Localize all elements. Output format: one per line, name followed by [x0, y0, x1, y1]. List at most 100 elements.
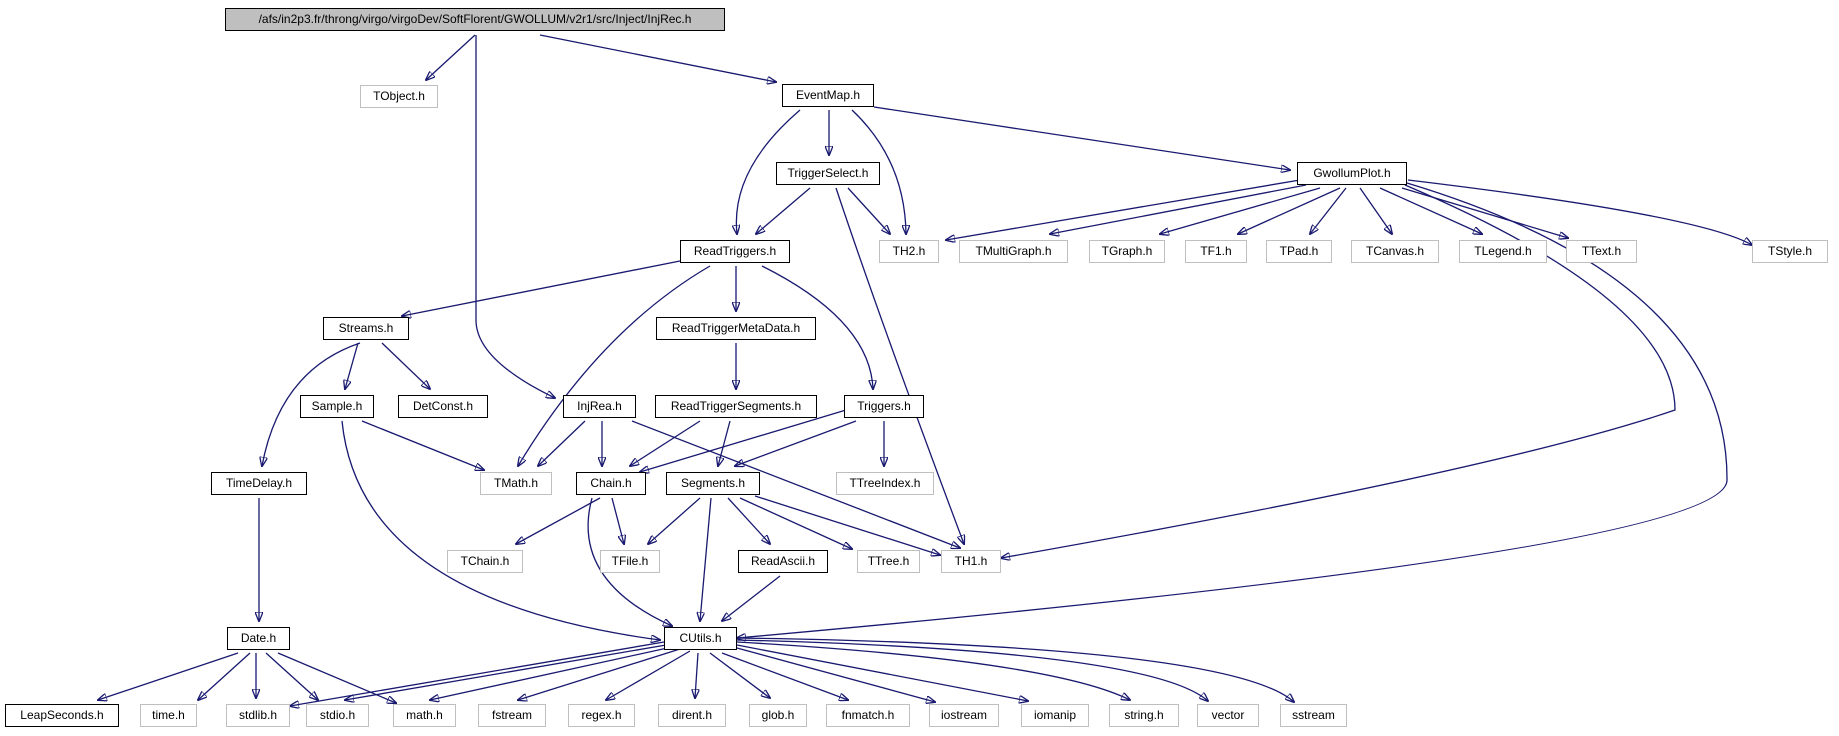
edge-root-tobject [426, 34, 476, 80]
node-ttree-h[interactable]: TTree.h [857, 550, 920, 573]
edge-cutils-fstream [518, 648, 681, 700]
node-ttreeindex-h[interactable]: TTreeIndex.h [836, 472, 934, 495]
edge-cutils-string [736, 641, 1130, 700]
edge-cutils-stdlib [290, 641, 665, 706]
edge-triggerselect-th1 [835, 187, 964, 544]
edge-injrea-th1 [631, 420, 960, 548]
edge-rtsegments-chain [630, 420, 701, 466]
node-dirent-h[interactable]: dirent.h [658, 704, 726, 727]
node-stdlib-h[interactable]: stdlib.h [226, 704, 290, 727]
edge-rtsegments-segments [718, 420, 731, 466]
edge-chain-tfile [611, 497, 624, 544]
node-tcanvas-h[interactable]: TCanvas.h [1351, 240, 1439, 263]
node-injrea-h[interactable]: InjRea.h [563, 395, 636, 418]
edge-chain-tchain [516, 497, 601, 544]
edge-segments-ttree [739, 497, 852, 549]
edge-gwollumplot-tlegend [1379, 187, 1482, 234]
node-stdio-h[interactable]: stdio.h [306, 704, 369, 727]
edge-date-leapseconds [98, 652, 239, 700]
edge-readtriggers-triggers [761, 265, 873, 389]
edge-root-eventmap [539, 34, 776, 82]
node-readascii-h[interactable]: ReadAscii.h [738, 550, 828, 573]
edge-gwollumplot-ttext [1401, 187, 1568, 238]
node-fnmatch-h[interactable]: fnmatch.h [826, 704, 910, 727]
node-vector[interactable]: vector [1197, 704, 1259, 727]
edge-gwollumplot-tmultigraph [1050, 184, 1307, 234]
edge-segments-cutils [700, 497, 712, 621]
node-string-h[interactable]: string.h [1109, 704, 1179, 727]
edge-gwollumplot-tcanvas [1359, 187, 1392, 234]
node-detconst-h[interactable]: DetConst.h [398, 395, 488, 418]
node-segments-h[interactable]: Segments.h [666, 472, 760, 495]
node-cutils-h[interactable]: CUtils.h [664, 627, 737, 650]
node-tobject-h[interactable]: TObject.h [360, 85, 438, 108]
node-tlegend-h[interactable]: TLegend.h [1459, 240, 1547, 263]
node-tstyle-h[interactable]: TStyle.h [1752, 240, 1828, 263]
edge-readascii-cutils [722, 575, 781, 621]
node-fstream[interactable]: fstream [478, 704, 546, 727]
node-tgraph-h[interactable]: TGraph.h [1089, 240, 1165, 263]
node-tmultigraph-h[interactable]: TMultiGraph.h [959, 240, 1068, 263]
edge-cutils-iostream [736, 647, 935, 702]
edge-injrea-tmath [538, 420, 586, 466]
edge-readtriggers-tmath [518, 265, 711, 466]
edge-cutils-vector [736, 639, 1208, 701]
node-th2-h[interactable]: TH2.h [879, 240, 939, 263]
edge-streams-detconst [381, 342, 430, 389]
edge-gwollumplot-tstyle [1407, 179, 1752, 245]
node-tchain-h[interactable]: TChain.h [447, 550, 523, 573]
edge-cutils-fnmatch [721, 652, 848, 700]
node-timedelay-h[interactable]: TimeDelay.h [211, 472, 307, 495]
edge-gwollumplot-tgraph [1160, 187, 1321, 234]
edge-gwollumplot-tpad [1310, 187, 1347, 234]
edge-date-stdio [265, 652, 318, 700]
node-eventmap-h[interactable]: EventMap.h [782, 84, 874, 107]
edge-eventmap-gwollumplot [873, 106, 1290, 170]
edge-readtriggers-streams [402, 260, 681, 316]
node-time-h[interactable]: time.h [140, 704, 197, 727]
edge-streams-sample [345, 342, 359, 389]
edge-cutils-stdio [345, 644, 667, 700]
node-regex-h[interactable]: regex.h [568, 704, 635, 727]
node-readtriggers-h[interactable]: ReadTriggers.h [680, 240, 790, 263]
node-streams-h[interactable]: Streams.h [323, 317, 409, 340]
edge-triggerselect-th2 [847, 187, 890, 234]
node-readtriggermetadata-h[interactable]: ReadTriggerMetaData.h [656, 317, 816, 340]
edge-cutils-sstream [736, 637, 1294, 702]
node-sstream[interactable]: sstream [1280, 704, 1347, 727]
edge-root-injrea [475, 35, 555, 398]
node-leapseconds-h[interactable]: LeapSeconds.h [5, 704, 119, 727]
node-iostream[interactable]: iostream [929, 704, 999, 727]
node-gwollumplot-h[interactable]: GwollumPlot.h [1297, 162, 1407, 185]
edge-streams-timedelay [262, 342, 361, 466]
node-glob-h[interactable]: glob.h [749, 704, 807, 727]
edge-segments-th1 [754, 495, 940, 555]
node-tfile-h[interactable]: TFile.h [600, 550, 660, 573]
node-chain-h[interactable]: Chain.h [576, 472, 646, 495]
edge-eventmap-readtriggers [736, 109, 801, 234]
node-tmath-h[interactable]: TMath.h [480, 472, 552, 495]
node-th1-h[interactable]: TH1.h [941, 550, 1001, 573]
edge-cutils-iomanip [736, 644, 1028, 701]
node-date-h[interactable]: Date.h [227, 627, 290, 650]
edge-cutils-glob [709, 652, 770, 698]
edge-date-math [277, 652, 396, 703]
node-ttext-h[interactable]: TText.h [1566, 240, 1637, 263]
edge-sample-cutils [341, 420, 660, 640]
edge-cutils-dirent [695, 652, 698, 698]
edge-date-time [198, 652, 251, 700]
node-iomanip[interactable]: iomanip [1021, 704, 1089, 727]
edge-triggers-chain [640, 409, 847, 472]
node-sample-h[interactable]: Sample.h [300, 395, 374, 418]
node-math-h[interactable]: math.h [393, 704, 456, 727]
node-tpad-h[interactable]: TPad.h [1266, 240, 1332, 263]
node-triggerselect-h[interactable]: TriggerSelect.h [776, 162, 880, 185]
edge-eventmap-th2 [851, 109, 906, 234]
node-readtriggersegments-h[interactable]: ReadTriggerSegments.h [655, 395, 817, 418]
node-injrec-h[interactable]: /afs/in2p3.fr/throng/virgo/virgoDev/Soft… [225, 8, 725, 31]
node-triggers-h[interactable]: Triggers.h [844, 395, 924, 418]
edge-gwollumplot-cutils [737, 182, 1728, 638]
node-tf1-h[interactable]: TF1.h [1185, 240, 1247, 263]
edge-gwollumplot-th2 [946, 179, 1301, 240]
